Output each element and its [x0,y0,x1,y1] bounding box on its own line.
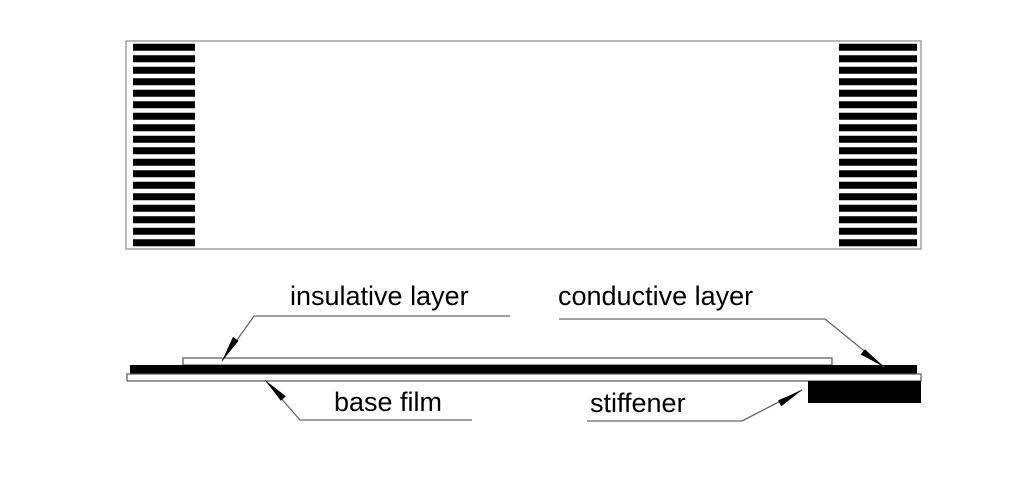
base-film-label: base film [334,387,442,417]
conductor-finger [133,55,195,63]
conductor-finger [839,147,917,155]
conductor-finger [839,112,917,120]
conductor-finger [839,135,917,143]
stiffener-shape [808,381,921,403]
stiffener-arrowhead [778,390,802,407]
conductor-finger [839,216,917,224]
conductor-finger [133,147,195,155]
conductor-finger [133,216,195,224]
insulative-layer-shape [182,357,833,366]
conductor-finger [839,204,917,212]
conductive-layer-arrowhead [860,349,884,367]
conductor-finger [133,239,195,247]
conductive-layer-label: conductive layer [558,281,753,311]
callout-labels: insulative layer conductive layer base fil… [221,281,885,422]
conductor-finger [133,181,195,189]
conductor-finger [839,181,917,189]
conductor-finger [133,43,195,51]
conductor-finger [133,78,195,86]
conductor-finger [133,170,195,178]
conductor-finger [133,101,195,109]
conductor-finger [839,124,917,132]
conductor-finger [839,78,917,86]
conductor-finger [839,55,917,63]
conductor-finger [133,66,195,74]
callout-base-film: base film [264,379,472,421]
callout-conductive-layer: conductive layer [558,281,885,368]
top-view-outline [125,40,922,250]
conductor-finger [839,239,917,247]
callout-insulative-layer: insulative layer [221,281,510,362]
conductor-finger [839,43,917,51]
base-film-shape [126,373,922,382]
conductor-finger [133,89,195,97]
conductor-finger [133,227,195,235]
right-conductor-fingers [839,43,917,247]
conductor-finger [133,193,195,201]
conductor-finger [133,112,195,120]
conductor-finger [839,227,917,235]
top-plan-view [125,40,922,250]
callout-stiffener: stiffener [587,388,803,422]
stiffener-label: stiffener [590,388,686,418]
conductor-finger [839,170,917,178]
conductor-finger [133,204,195,212]
conductor-finger [839,89,917,97]
base-film-arrowhead [265,380,286,401]
conductor-finger [839,193,917,201]
conductive-layer-shape [130,365,917,374]
conductor-finger [839,158,917,166]
conductor-finger [133,135,195,143]
insulative-layer-arrowhead [222,336,239,361]
conductor-finger [839,66,917,74]
insulative-layer-label: insulative layer [290,281,469,311]
conductor-finger [839,101,917,109]
conductor-finger [133,158,195,166]
conductor-finger [133,124,195,132]
cross-section-view [126,357,922,403]
left-conductor-fingers [133,43,195,247]
